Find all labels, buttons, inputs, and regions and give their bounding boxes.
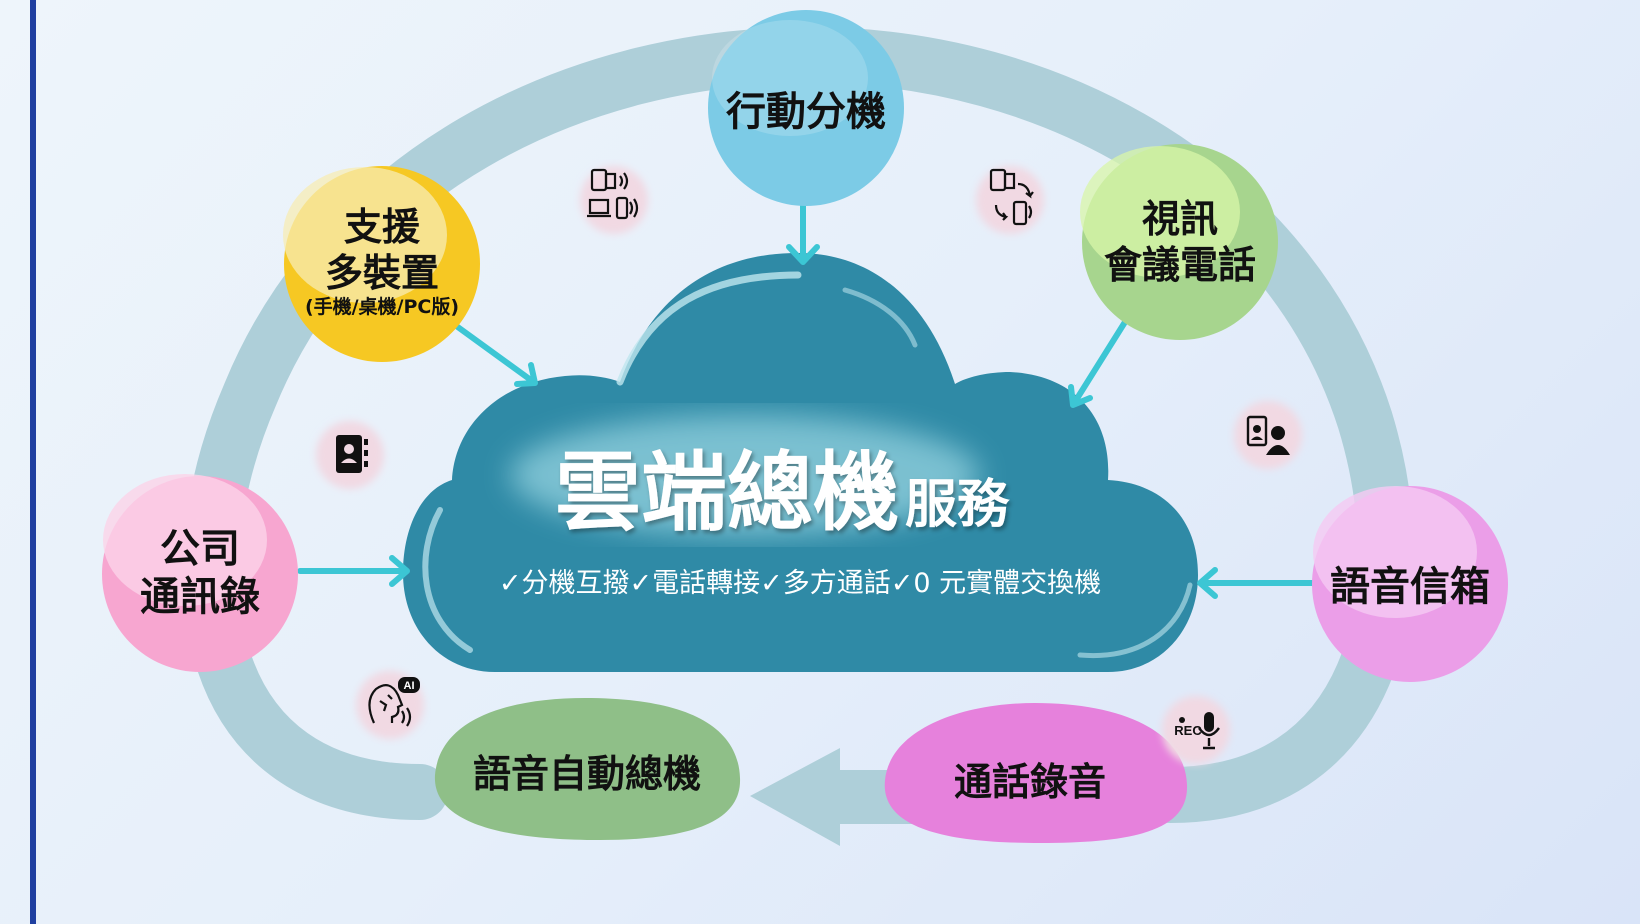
node-auto-attendant-label: 語音自動總機 [473, 752, 701, 796]
node-call-recording: 通話錄音 [884, 703, 1188, 843]
desk-phone-transfer-icon [976, 166, 1044, 234]
node-company-contacts-line2: 通訊錄 [140, 574, 260, 620]
node-mobile-extension: 行動分機 [708, 10, 904, 206]
cloud-title-suffix: 服務 [905, 475, 1010, 535]
node-voicemail-label: 語音信箱 [1330, 564, 1490, 610]
arrow-video-conf [1068, 319, 1128, 408]
arrow-voicemail [1197, 567, 1315, 599]
ai-badge-text: AI [404, 680, 415, 692]
rec-microphone-icon: REC [1162, 696, 1230, 764]
node-video-conference-line1: 視訊 [1142, 197, 1218, 241]
arrow-multi-device [452, 322, 538, 387]
cloud-feature-list: ✓分機互撥✓電話轉接✓多方通話✓0 元實體交換機 [499, 568, 1101, 599]
node-auto-attendant: 語音自動總機 [434, 698, 741, 840]
cloud-shape [403, 253, 1198, 672]
connector-arrows [297, 202, 1315, 599]
node-multi-device-line2: 多裝置 [325, 251, 439, 295]
rec-badge-text: REC [1174, 723, 1202, 738]
node-company-contacts-line1: 公司 [160, 526, 240, 572]
address-book-icon [316, 421, 384, 489]
arrow-mobile-ext [786, 202, 820, 265]
arrow-contacts [297, 555, 410, 587]
node-video-conference: 視訊 會議電話 [1080, 144, 1278, 340]
node-mobile-extension-label: 行動分機 [726, 89, 886, 135]
node-multi-device-line1: 支援 [344, 205, 421, 249]
node-multi-device-note: (手機/桌機/PC版) [305, 295, 459, 318]
node-call-recording-label: 通話錄音 [954, 760, 1106, 804]
ai-voice-head-icon: AI [356, 671, 424, 739]
node-video-conference-line2: 會議電話 [1104, 243, 1256, 287]
phone-laptop-mobile-icon [580, 166, 648, 234]
cloud-title: 雲端總機服務 [555, 443, 1010, 543]
video-call-person-icon [1234, 401, 1302, 469]
cloud-title-main: 雲端總機 [555, 443, 899, 543]
node-multi-device: 支援 多裝置 (手機/桌機/PC版) [283, 166, 480, 362]
node-voicemail: 語音信箱 [1312, 486, 1508, 682]
node-company-contacts: 公司 通訊錄 [102, 474, 298, 672]
left-accent-bar [30, 0, 36, 924]
